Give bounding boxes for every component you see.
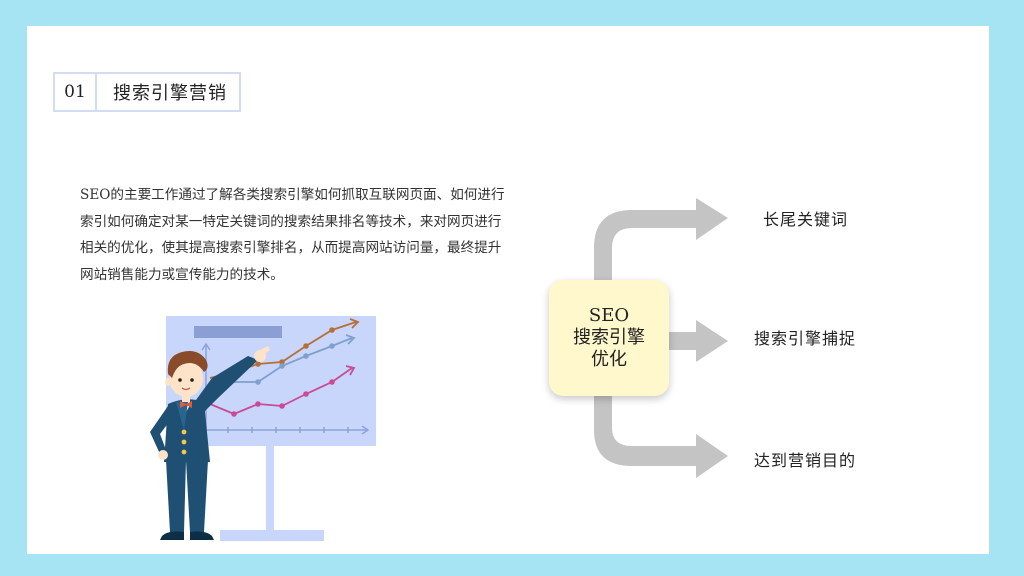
branch-label-crawl: 搜索引擎捕捉 <box>754 329 857 348</box>
seo-center-line1: SEO <box>588 305 630 326</box>
seo-center-box: SEO 搜索引擎 优化 <box>549 280 669 396</box>
branch-label-long-tail: 长尾关键词 <box>763 210 849 229</box>
branch-label-goal: 达到营销目的 <box>754 451 857 470</box>
section-number: 01 <box>55 74 97 110</box>
description-paragraph: SEO的主要工作通过了解各类搜索引擎如何抓取互联网页面、如何进行索引如何确定对某… <box>80 187 505 283</box>
section-title-box: 01 搜索引擎营销 <box>53 72 241 112</box>
seo-center-line3: 优化 <box>591 349 627 370</box>
section-title: 搜索引擎营销 <box>113 83 227 104</box>
seo-center-line2: 搜索引擎 <box>573 327 645 348</box>
